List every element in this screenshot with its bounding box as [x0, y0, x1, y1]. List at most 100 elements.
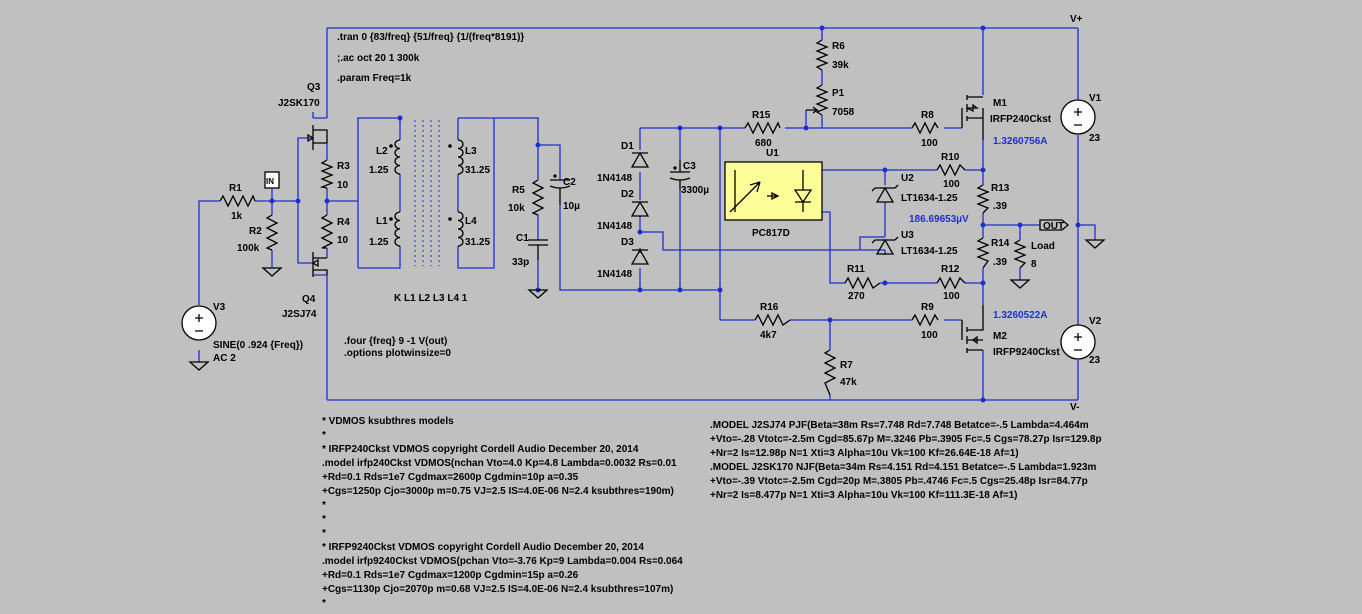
l3-value: 31.25	[465, 165, 490, 176]
reference-u2[interactable]	[871, 184, 899, 203]
polarity-plus	[553, 174, 557, 178]
model-line-left: .model irfp240Ckst VDMOS(nchan Vto=4.0 K…	[322, 458, 677, 469]
resistor-r15[interactable]	[744, 121, 781, 135]
four-directive: .four {freq} 9 -1 V(out)	[344, 336, 447, 347]
resistor-r2[interactable]	[265, 214, 279, 251]
optocoupler-u1[interactable]	[724, 161, 823, 221]
r15-value: 680	[755, 138, 772, 149]
out-net-flag	[1039, 219, 1070, 231]
junction-dot	[803, 125, 809, 131]
inductor-l3[interactable]	[457, 139, 464, 175]
r8-value: 100	[921, 138, 938, 149]
resistor-r14[interactable]	[976, 237, 990, 269]
r6-value: 39k	[832, 60, 849, 71]
r4-value: 10	[337, 235, 349, 246]
model-line-left: *	[322, 500, 326, 511]
in-label: IN	[266, 177, 274, 186]
reference-u3[interactable]	[871, 236, 899, 255]
resistor-r8[interactable]	[911, 121, 939, 135]
r9-value: 100	[921, 330, 938, 341]
r15-ref: R15	[752, 110, 771, 121]
capacitor-c1[interactable]	[528, 239, 548, 260]
model-line-left: +Rd=0.1 Rds=1e7 Cgdmax=2600p Cgdmin=10p …	[322, 472, 579, 483]
ground-icon	[1009, 279, 1031, 289]
mosfet-m2[interactable]	[961, 305, 984, 353]
m1-model: IRFP240Ckst	[990, 114, 1052, 125]
m2-model: IRFP9240Ckst	[993, 347, 1060, 358]
r4-ref: R4	[337, 217, 350, 228]
polarity-dot	[448, 144, 452, 148]
resistor-r6[interactable]	[815, 39, 829, 71]
v2-ref: V2	[1089, 316, 1102, 327]
coupling-statement: K L1 L2 L3 L4 1	[394, 293, 468, 304]
voltage-source-v2[interactable]	[1060, 324, 1096, 360]
model-line-left: +Cgs=1250p Cjo=3000p m=0.75 VJ=2.5 IS=4.…	[322, 486, 674, 497]
capacitor-c2[interactable]	[549, 179, 571, 205]
resistor-r11[interactable]	[844, 276, 881, 290]
inductor-l2[interactable]	[394, 139, 401, 175]
d1-ref: D1	[621, 141, 634, 152]
r5-ref: R5	[512, 185, 525, 196]
m2-ref: M2	[993, 331, 1007, 342]
polarity-dot	[389, 217, 393, 221]
c1-ref: C1	[516, 233, 529, 244]
resistor-r1[interactable]	[219, 194, 256, 208]
polarity-dot	[448, 217, 452, 221]
jfet-q3[interactable]	[307, 125, 328, 150]
junction-dot	[827, 317, 833, 323]
voltage-source-v3[interactable]	[181, 305, 217, 341]
q4-ref: Q4	[302, 294, 316, 305]
transformer-core	[414, 120, 440, 266]
inductor-l4[interactable]	[457, 211, 464, 247]
inductor-l1[interactable]	[394, 211, 401, 247]
p1-value: 7058	[832, 107, 855, 118]
resistor-load[interactable]	[1013, 239, 1027, 269]
v2-value: 23	[1089, 355, 1101, 366]
resistor-r13[interactable]	[976, 184, 990, 214]
p1-ref: P1	[832, 88, 845, 99]
out-label: OUT	[1043, 221, 1064, 232]
junction-dot	[397, 115, 403, 121]
potentiometer-wiper	[806, 106, 819, 114]
q3-model: J2SK170	[278, 98, 320, 109]
m1-ref: M1	[993, 98, 1007, 109]
l1-value: 1.25	[369, 237, 389, 248]
model-line-left: *	[322, 514, 326, 525]
d3-ref: D3	[621, 237, 634, 248]
r11-value: 270	[848, 291, 865, 302]
potentiometer-p1[interactable]	[815, 84, 829, 116]
r3-ref: R3	[337, 161, 350, 172]
voltage-source-v1[interactable]	[1060, 99, 1096, 135]
resistor-r7[interactable]	[823, 349, 837, 396]
r12-ref: R12	[941, 264, 960, 275]
l1-ref: L1	[376, 216, 388, 227]
resistor-r12[interactable]	[936, 276, 966, 290]
junction-dots	[269, 25, 1081, 403]
r1-ref: R1	[229, 183, 242, 194]
resistor-r5[interactable]	[531, 179, 545, 216]
r11-ref: R11	[847, 264, 865, 275]
resistor-r10[interactable]	[936, 163, 966, 177]
diode-d1[interactable]	[630, 151, 650, 168]
resistor-r16[interactable]	[754, 313, 791, 327]
junction-dot	[717, 287, 723, 293]
net-flags	[264, 171, 1070, 231]
junction-dot	[819, 25, 825, 31]
diode-d3[interactable]	[630, 248, 650, 265]
capacitor-c3[interactable]	[669, 160, 691, 190]
resistor-r4[interactable]	[320, 214, 334, 249]
junction-dot	[677, 287, 683, 293]
v3-ref: V3	[213, 302, 226, 313]
r13-ref: R13	[991, 183, 1010, 194]
r16-value: 4k7	[760, 330, 777, 341]
junction-dot	[980, 222, 986, 228]
u1-ref: U1	[766, 148, 779, 159]
model-line-left: *	[322, 430, 326, 441]
resistor-r9[interactable]	[911, 313, 939, 327]
diode-d2[interactable]	[630, 200, 650, 217]
diodes	[630, 151, 899, 265]
model-line-left: * IRFP9240Ckst VDMOS copyright Cordell A…	[322, 542, 644, 553]
resistor-r3[interactable]	[319, 159, 334, 189]
mosfet-m1[interactable]	[961, 95, 984, 140]
jfet-q4[interactable]	[311, 252, 328, 277]
